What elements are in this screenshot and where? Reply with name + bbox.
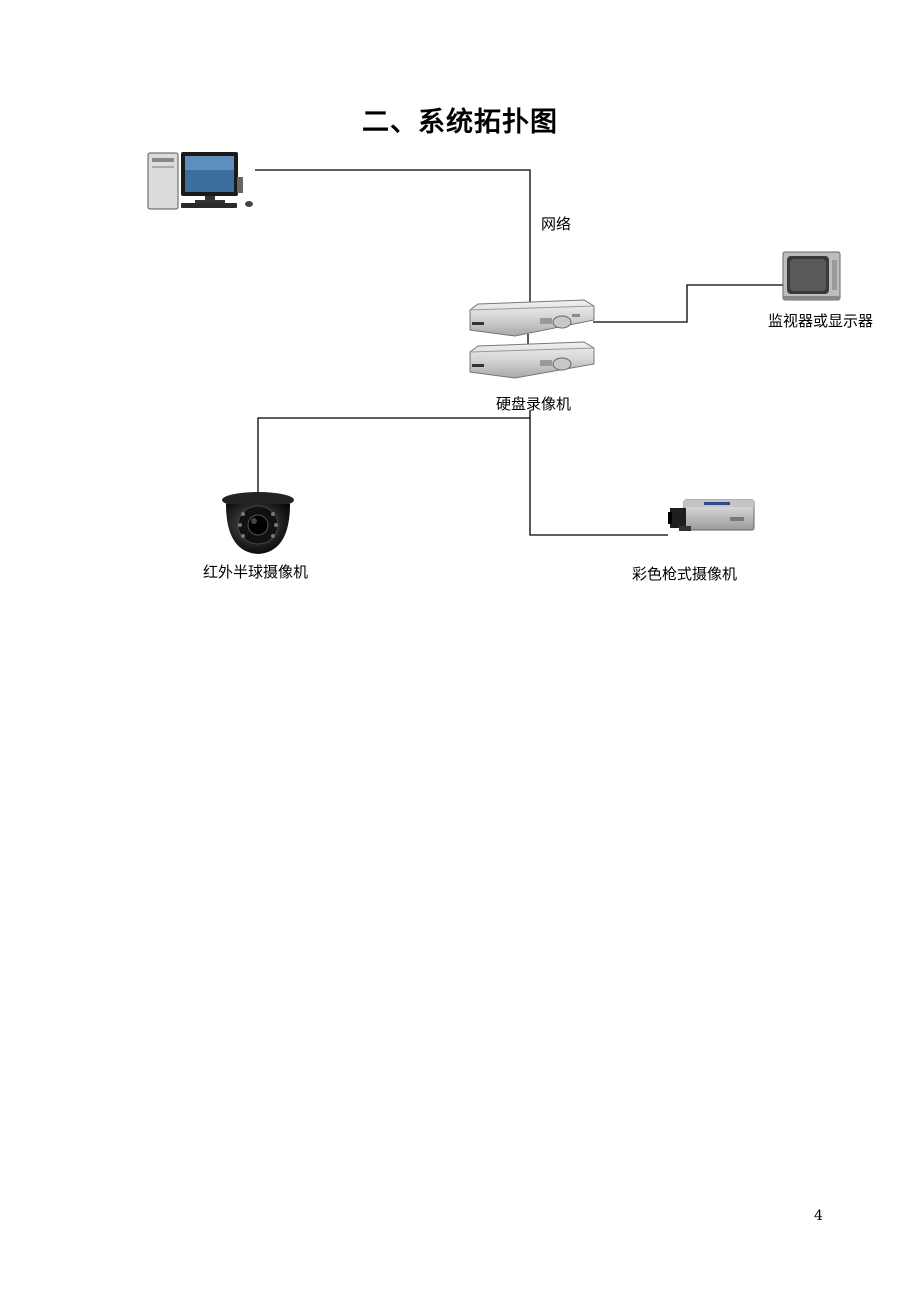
connection-lines xyxy=(255,169,783,536)
dome-camera-icon xyxy=(222,492,294,554)
crt-monitor-icon xyxy=(782,251,841,301)
network-link xyxy=(255,169,531,302)
dvr-label: 硬盘录像机 xyxy=(496,395,572,413)
dome-camera-label: 红外半球摄像机 xyxy=(203,563,309,581)
box-camera-label: 彩色枪式摄像机 xyxy=(632,565,738,583)
monitor-link xyxy=(593,284,783,323)
box-camera-link xyxy=(529,418,668,536)
desktop-computer-icon xyxy=(147,152,253,210)
page-title: 二、系统拓扑图 xyxy=(362,107,558,138)
dome-camera-link xyxy=(257,410,531,492)
page-number: 4 xyxy=(814,1208,823,1224)
dvr-icon xyxy=(469,299,595,379)
network-label: 网络 xyxy=(541,215,572,233)
box-camera-icon xyxy=(668,499,755,531)
monitor-label: 监视器或显示器 xyxy=(768,312,874,330)
